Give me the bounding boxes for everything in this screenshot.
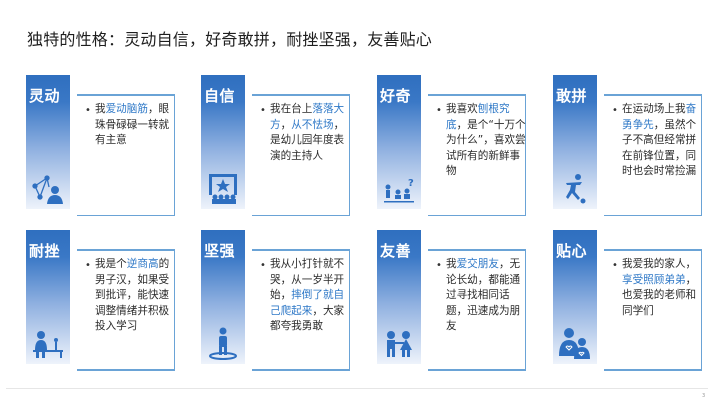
soccer-player-icon xyxy=(558,171,592,205)
trait-tab: 贴心 xyxy=(553,230,597,364)
trait-description: 我是个逆商高的男子汉，如果受到批评，能快速调整情绪并积极投入学习 xyxy=(95,257,175,335)
description-text: 我喜欢 xyxy=(446,103,478,115)
description-text: 我爱我的家人， xyxy=(622,258,697,270)
trait-tab: 耐挫 xyxy=(26,230,70,364)
highlighted-phrase: 从不怯场 xyxy=(291,118,334,131)
highlighted-phrase: 落落大方 xyxy=(270,103,345,131)
bullet-icon: • xyxy=(85,260,91,271)
description-text: ，无论长幼，都能通过寻找相同话题，迅速成为朋友 xyxy=(446,258,521,332)
description-text: ，也爱我的老师和同学们 xyxy=(622,273,697,317)
footer-divider xyxy=(6,388,708,389)
trait-label: 好奇 xyxy=(380,87,412,105)
trait-description-box: • 我爱我的家人， 享受照顾弟弟，也爱我的老师和同学们 xyxy=(604,249,702,371)
student-at-desk-icon xyxy=(31,326,65,360)
trait-label: 耐挫 xyxy=(29,242,61,260)
highlighted-phrase: 摔倒了就自己爬起来 xyxy=(270,289,345,317)
trait-label: 敢拼 xyxy=(556,87,588,105)
trait-card: 灵动 • 我爱动脑筋，眼珠骨碌碌一转就有主意 xyxy=(26,75,181,220)
trait-tab: 灵动 xyxy=(26,75,70,209)
trait-tab: 好奇 ? xyxy=(377,75,421,209)
trait-description-box: • 我爱交朋友，无论长幼，都能通过寻找相同话题，迅速成为朋友 xyxy=(428,249,526,371)
trait-label: 灵动 xyxy=(29,87,61,105)
standing-person-icon xyxy=(206,326,240,360)
description-text: ，大家都夸我勇敢 xyxy=(270,304,345,333)
trait-label: 贴心 xyxy=(556,242,588,260)
trait-card: 贴心 • 我爱我的家人， 享受照顾弟弟，也爱我的老师和同学们 xyxy=(553,230,708,375)
trait-description: 我爱动脑筋，眼珠骨碌碌一转就有主意 xyxy=(95,102,175,149)
description-text: 我 xyxy=(446,258,457,270)
description-text: 的男子汉，如果受到批评，能快速调整情绪并积极投入学习 xyxy=(95,258,170,332)
trait-tab: 自信 xyxy=(201,75,245,209)
trait-label: 友善 xyxy=(380,242,412,260)
highlighted-phrase: 逆商高 xyxy=(126,258,159,270)
trait-card: 坚强 • 我从小打针就不哭，从一岁半开始，摔倒了就自己爬起来，大家都夸我勇敢 xyxy=(201,230,356,375)
highlighted-phrase: 爱交朋友 xyxy=(456,258,499,270)
trait-card: 敢拼 • 在运动场上我奋勇争先，虽然个子不高但经常拼在前锋位置，同时也会时常捡漏 xyxy=(553,75,708,220)
two-children-holding-hands-icon xyxy=(382,326,416,360)
description-text: 我在台上 xyxy=(270,103,313,115)
trait-tab: 坚强 xyxy=(201,230,245,364)
description-text: ，眼珠骨碌碌一转就有主意 xyxy=(95,103,170,146)
trait-card: 友善 • 我爱交朋友，无论长幼，都能通过寻找相同话题，迅速成为朋友 xyxy=(377,230,532,375)
highlighted-phrase: 享受照顾弟弟 xyxy=(622,273,686,286)
highlighted-phrase: 奋勇争先 xyxy=(622,103,697,131)
trait-description-box: • 我是个逆商高的男子汉，如果受到批评，能快速调整情绪并积极投入学习 xyxy=(77,249,175,371)
description-text: ， xyxy=(280,118,292,131)
trait-card: 自信 • 我在台上落落大方，从不怯场，是幼儿园年度表演的主持人 xyxy=(201,75,356,220)
trait-description: 我在台上落落大方，从不怯场，是幼儿园年度表演的主持人 xyxy=(270,102,350,164)
trait-description: 我从小打针就不哭，从一岁半开始，摔倒了就自己爬起来，大家都夸我勇敢 xyxy=(270,257,350,335)
bullet-icon: • xyxy=(85,105,91,116)
description-text: 我 xyxy=(95,103,106,115)
description-text: 我是个 xyxy=(95,258,127,270)
page-title: 独特的性格：灵动自信，好奇敢拼，耐挫坚强，友善贴心 xyxy=(27,30,433,49)
trait-description-box: • 我从小打针就不哭，从一岁半开始，摔倒了就自己爬起来，大家都夸我勇敢 xyxy=(252,249,350,371)
svg-text:?: ? xyxy=(408,178,414,189)
trait-description-box: • 我爱动脑筋，眼珠骨碌碌一转就有主意 xyxy=(77,94,175,216)
bullet-icon: • xyxy=(260,105,266,116)
curious-kids-question-icon: ? xyxy=(382,171,416,205)
trait-tab: 敢拼 xyxy=(553,75,597,209)
trait-description: 在运动场上我奋勇争先，虽然个子不高但经常拼在前锋位置，同时也会时常捡漏 xyxy=(622,102,702,180)
trait-label: 坚强 xyxy=(204,242,236,260)
trait-description: 我爱交朋友，无论长幼，都能通过寻找相同话题，迅速成为朋友 xyxy=(446,257,526,335)
page-number: 3 xyxy=(702,393,706,399)
highlighted-phrase: 爱动脑筋 xyxy=(105,103,148,115)
description-text: ，是个“十万个为什么”，喜欢尝试所有的新鲜事物 xyxy=(446,118,526,178)
bullet-icon: • xyxy=(612,105,618,116)
bullet-icon: • xyxy=(436,105,442,116)
trait-description-box: • 我喜欢刨根究底，是个“十万个为什么”，喜欢尝试所有的新鲜事物 xyxy=(428,94,526,216)
trait-description: 我喜欢刨根究底，是个“十万个为什么”，喜欢尝试所有的新鲜事物 xyxy=(446,102,526,180)
trait-description-box: • 在运动场上我奋勇争先，虽然个子不高但经常拼在前锋位置，同时也会时常捡漏 xyxy=(604,94,702,216)
description-text: ，是幼儿园年度表演的主持人 xyxy=(270,118,345,162)
description-text: ，虽然个子不高但经常拼在前锋位置，同时也会时常捡漏 xyxy=(622,118,697,178)
bullet-icon: • xyxy=(260,260,266,271)
trait-description-box: • 我在台上落落大方，从不怯场，是幼儿园年度表演的主持人 xyxy=(252,94,350,216)
description-text: 在运动场上我 xyxy=(622,103,686,115)
trait-tab: 友善 xyxy=(377,230,421,364)
description-text: 我从小打针就不哭，从一岁半开始， xyxy=(270,258,345,301)
bullet-icon: • xyxy=(436,260,442,271)
bullet-icon: • xyxy=(612,260,618,271)
trait-card: 好奇 ? • 我喜欢刨根究底，是个“十万个为什么”，喜欢尝试所有的新鲜事物 xyxy=(377,75,532,220)
trait-label: 自信 xyxy=(204,87,236,105)
stage-star-audience-icon xyxy=(206,171,240,205)
network-person-icon xyxy=(31,171,65,205)
highlighted-phrase: 刨根究底 xyxy=(446,103,510,131)
trait-card: 耐挫 • 我是个逆商高的男子汉，如果受到批评，能快速调整情绪并积极投入学习 xyxy=(26,230,181,375)
trait-description: 我爱我的家人， 享受照顾弟弟，也爱我的老师和同学们 xyxy=(622,257,702,319)
parent-child-heart-icon xyxy=(558,326,592,360)
